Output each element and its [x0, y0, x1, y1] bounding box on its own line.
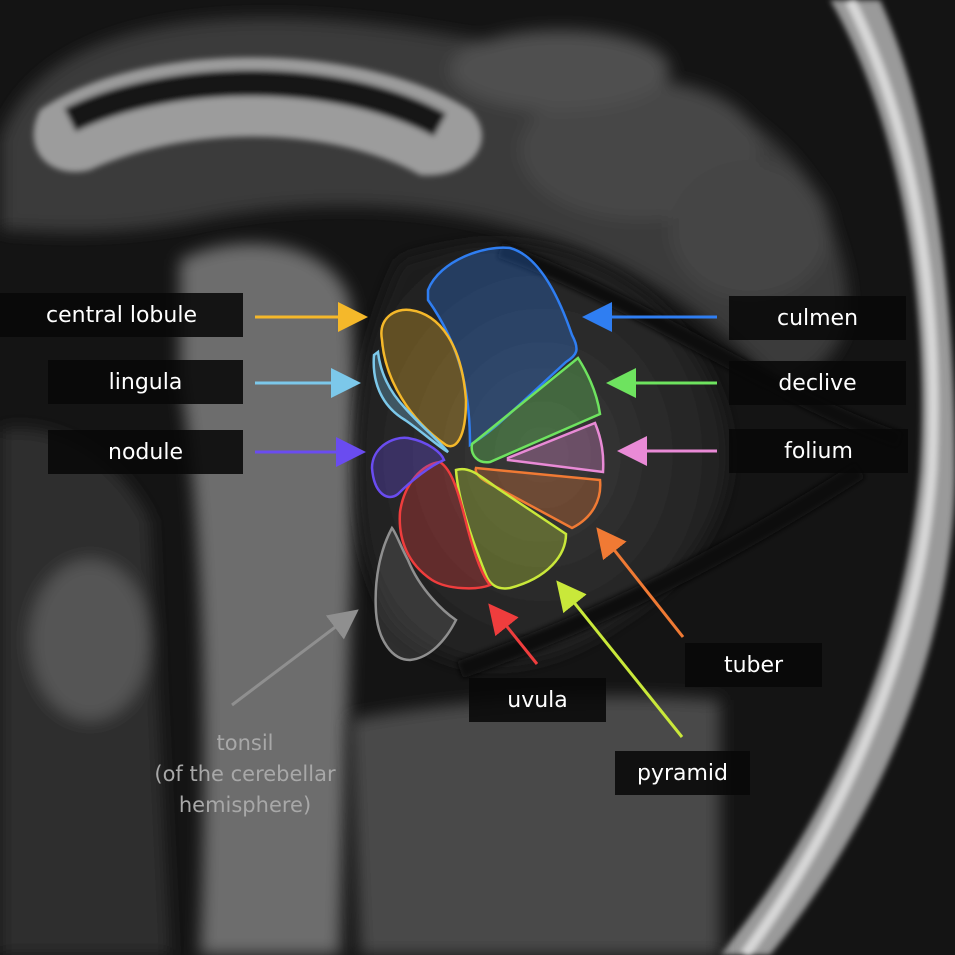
label-tonsil-line3: hemisphere) — [178, 793, 312, 817]
skull-outline — [720, 0, 955, 955]
uvula-region — [398, 460, 493, 590]
pyramid-arrow — [556, 580, 684, 738]
label-uvula: uvula — [469, 678, 606, 722]
corpus-callosum — [33, 57, 482, 176]
label-culmen: culmen — [729, 296, 906, 340]
label-tonsil-line1: tonsil — [216, 731, 274, 755]
tentorium — [456, 242, 903, 679]
label-folium: folium — [729, 429, 908, 473]
label-pyramid: pyramid — [615, 751, 750, 795]
neck-tissue — [0, 428, 720, 955]
label-tonsil-line2: (of the cerebellar — [154, 762, 336, 786]
tuber-arrow — [596, 527, 685, 638]
pyramid-region — [454, 467, 568, 590]
tonsil-arrow — [231, 609, 359, 707]
label-lingula: lingula — [48, 360, 243, 404]
cerebellum — [357, 244, 729, 665]
nodule-region — [370, 436, 446, 499]
label-nodule: nodule — [48, 430, 243, 474]
central-lobule-region — [380, 308, 468, 448]
label-tonsil: tonsil (of the cerebellar hemisphere) — [130, 728, 360, 821]
lingula-region — [372, 349, 449, 454]
label-tuber: tuber — [685, 643, 822, 687]
declive-region — [470, 356, 602, 464]
folium-region — [506, 421, 605, 474]
tonsil-region — [374, 525, 458, 662]
brainstem — [180, 243, 355, 955]
uvula-arrow — [488, 603, 539, 665]
label-central-lobule: central lobule — [0, 293, 243, 337]
label-declive: declive — [729, 361, 906, 405]
